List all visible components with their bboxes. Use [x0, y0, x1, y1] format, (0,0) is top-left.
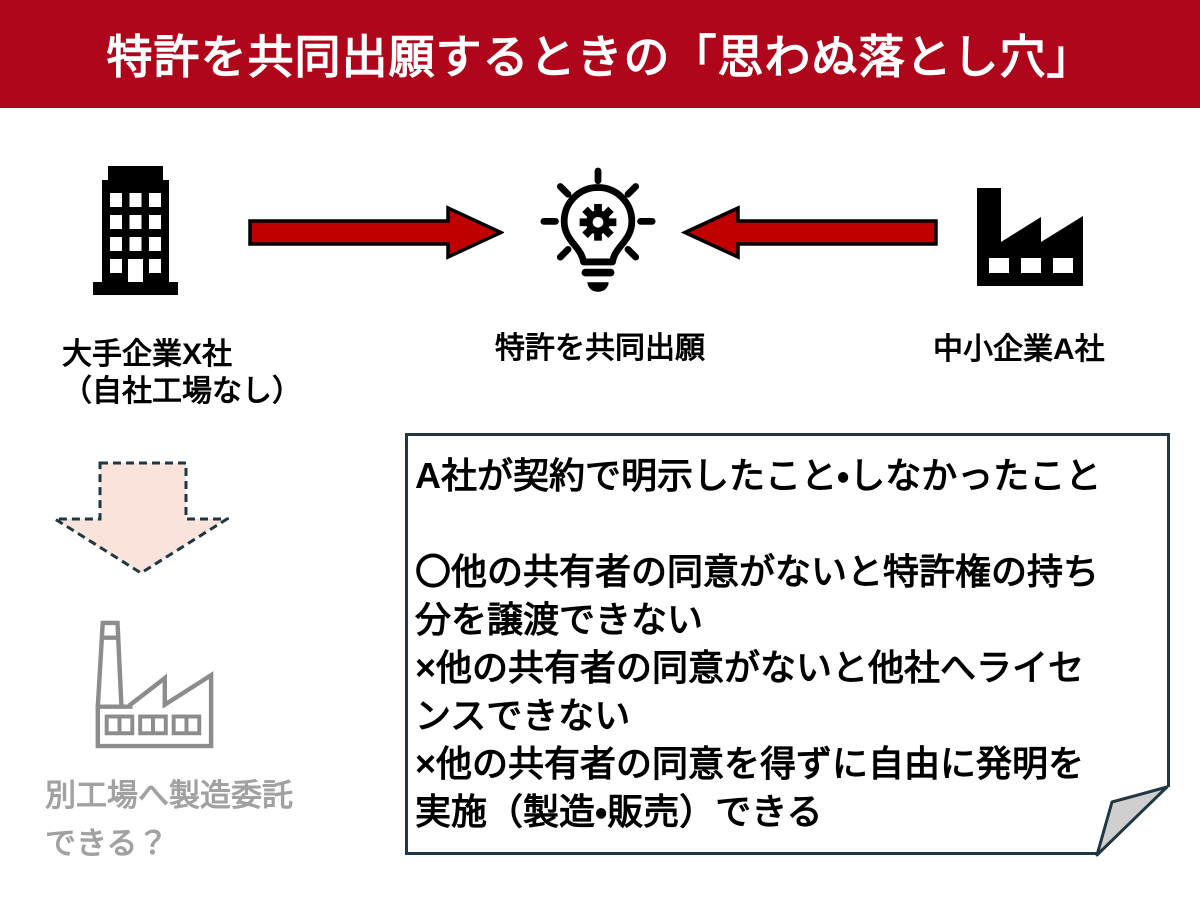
- note-line: 実施（製造・販売）できる: [415, 791, 823, 832]
- office-building-icon: [93, 166, 178, 295]
- outline-factory-icon: [85, 618, 218, 751]
- right-company-label: 中小企業A社: [933, 333, 1105, 366]
- page-title: 特許を共同出願するときの「思わぬ落とし穴」: [106, 31, 1094, 83]
- folded-corner-icon: [1090, 780, 1174, 864]
- note-line: ンスできない: [415, 695, 631, 736]
- note-line: ×他の共有者の同意を得ずに自由に発明を: [415, 743, 1085, 784]
- factory-icon: [977, 178, 1083, 286]
- note-box-title: A社が契約で明示したこと・しなかったこと: [415, 455, 1102, 496]
- note-line: 分を譲渡できない: [415, 599, 704, 640]
- note-line: ×他の共有者の同意がないと他社へライセ: [415, 647, 1085, 688]
- left-company-name: 大手企業X社: [62, 338, 233, 371]
- outsourcing-question-line1: 別工場へ製造委託: [45, 778, 293, 813]
- joint-application-label: 特許を共同出願: [495, 332, 705, 365]
- header-banner: 特許を共同出願するときの「思わぬ落とし穴」: [0, 0, 1200, 108]
- left-company-label: 大手企業X社 （自社工場なし）: [62, 336, 302, 410]
- note-line: 〇他の共有者の同意がないと特許権の持ち: [415, 551, 1100, 592]
- idea-lightbulb-icon: [540, 166, 656, 296]
- outsourcing-question-line2: できる？: [45, 826, 169, 861]
- contract-note-box: A社が契約で明示したこと・しなかったこと 〇他の共有者の同意がないと特許権の持ち…: [405, 433, 1170, 855]
- arrow-right-icon: [248, 204, 504, 261]
- note-box-spacer: [415, 500, 1157, 548]
- dashed-down-arrow-icon: [53, 461, 229, 575]
- outsourcing-question-label: 別工場へ製造委託 できる？: [45, 772, 293, 868]
- arrow-left-icon: [681, 204, 938, 261]
- left-company-note: （自社工場なし）: [62, 375, 302, 408]
